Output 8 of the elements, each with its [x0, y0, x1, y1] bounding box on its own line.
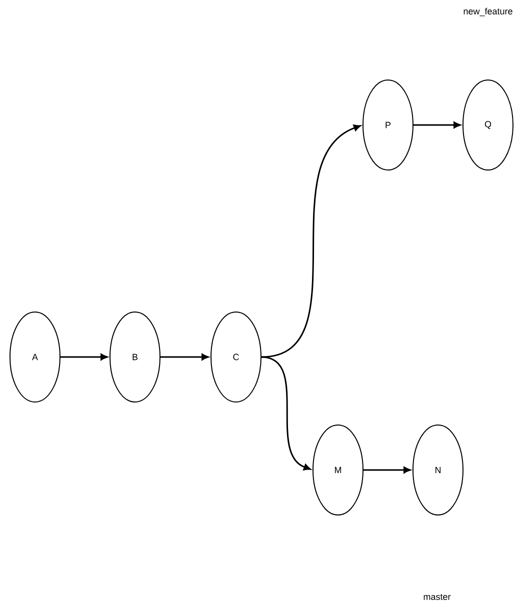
- branch-label: master: [424, 594, 451, 600]
- arrow: [160, 354, 209, 360]
- branch-label: new_feature: [464, 8, 512, 16]
- arrow: [60, 354, 108, 360]
- arrow: [261, 124, 361, 358]
- arrow: [414, 122, 461, 128]
- arrow: [261, 356, 311, 470]
- arrow: [364, 466, 411, 474]
